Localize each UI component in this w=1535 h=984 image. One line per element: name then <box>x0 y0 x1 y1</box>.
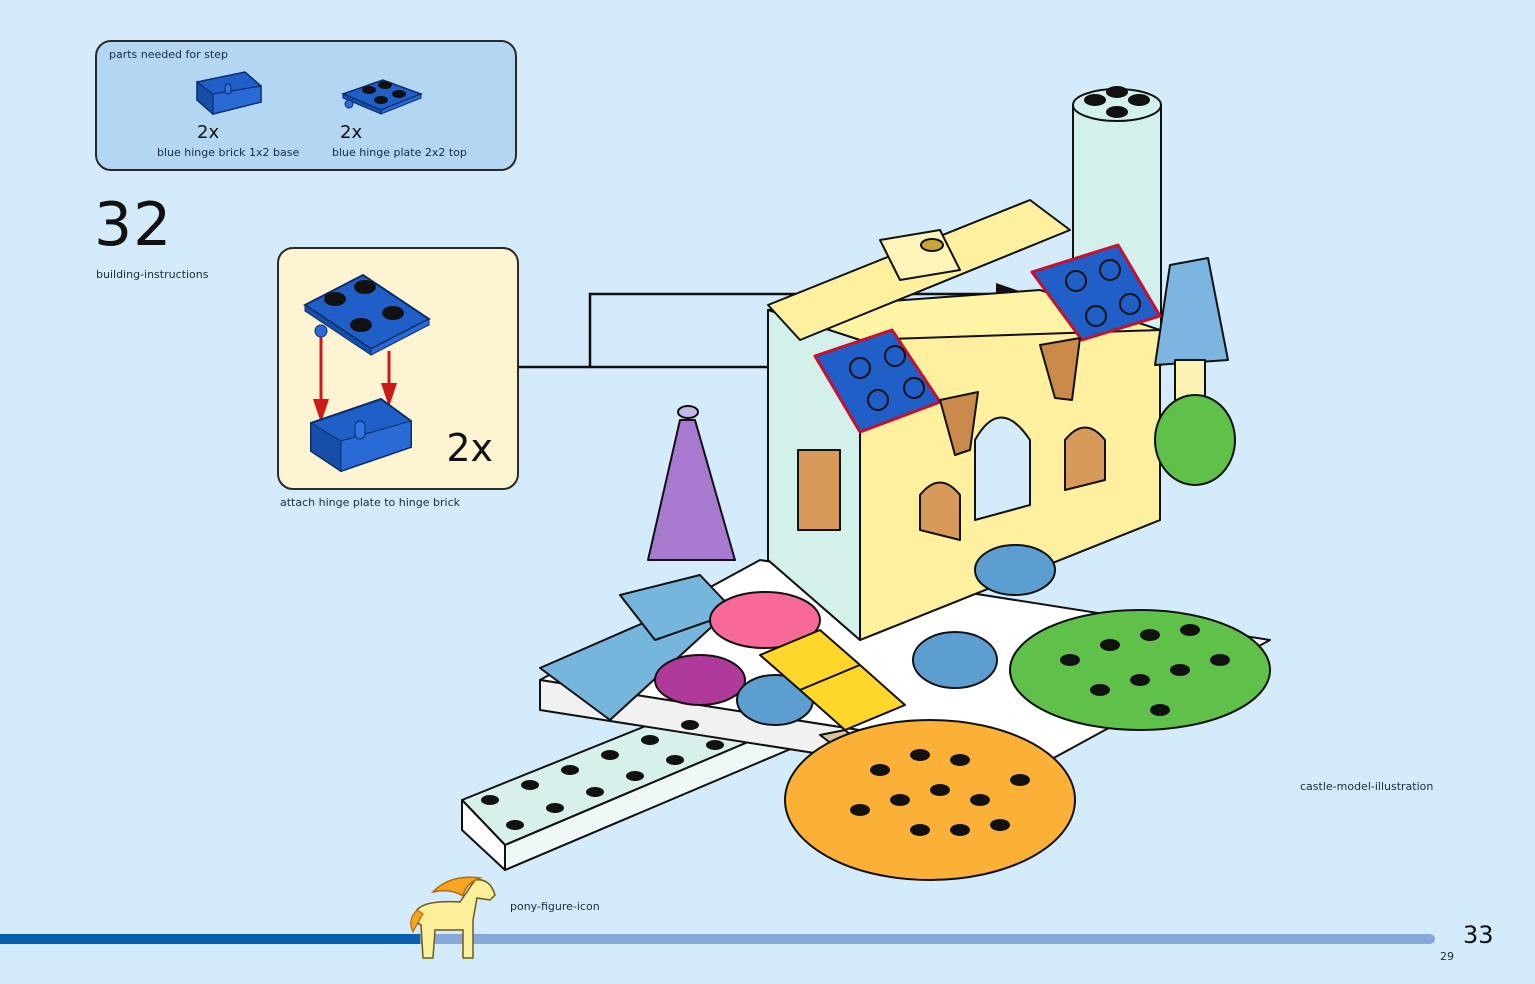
model-label: castle-model-illustration <box>1300 780 1434 793</box>
pony-figure-icon <box>410 876 496 959</box>
purple-cone <box>647 419 736 561</box>
progress-track <box>0 934 1435 944</box>
new-part-right <box>1030 243 1162 342</box>
green-round-plate <box>1154 394 1236 486</box>
orange-round-plate <box>784 719 1076 881</box>
part-1-quantity: 2x <box>197 122 220 143</box>
hinge-brick-part-icon <box>195 68 265 122</box>
page-type-label: building-instructions <box>96 268 209 281</box>
hinge-plate-part-icon <box>339 70 425 124</box>
blue-cone <box>1154 257 1229 366</box>
progress-fill <box>0 934 420 944</box>
part-2-name: blue hinge plate 2x2 top <box>332 146 467 159</box>
page-number: 33 <box>1463 921 1494 949</box>
callout-description: attach hinge plate to hinge brick <box>280 496 460 509</box>
subassembly-callout: 2x <box>277 247 519 490</box>
green-oval-plate <box>1009 609 1271 731</box>
part-2-quantity: 2x <box>340 122 363 143</box>
hinge-assembly-icon <box>303 273 431 473</box>
progress-percent: 29 <box>1440 950 1454 963</box>
step-number: 32 <box>94 190 173 260</box>
mascot-label: pony-figure-icon <box>510 900 600 913</box>
part-1-name: blue hinge brick 1x2 base <box>157 146 300 159</box>
parts-list-box: parts needed for step 2x blue hinge bric… <box>95 40 517 171</box>
parts-list-title: parts needed for step <box>109 48 228 61</box>
callout-quantity: 2x <box>446 426 493 470</box>
